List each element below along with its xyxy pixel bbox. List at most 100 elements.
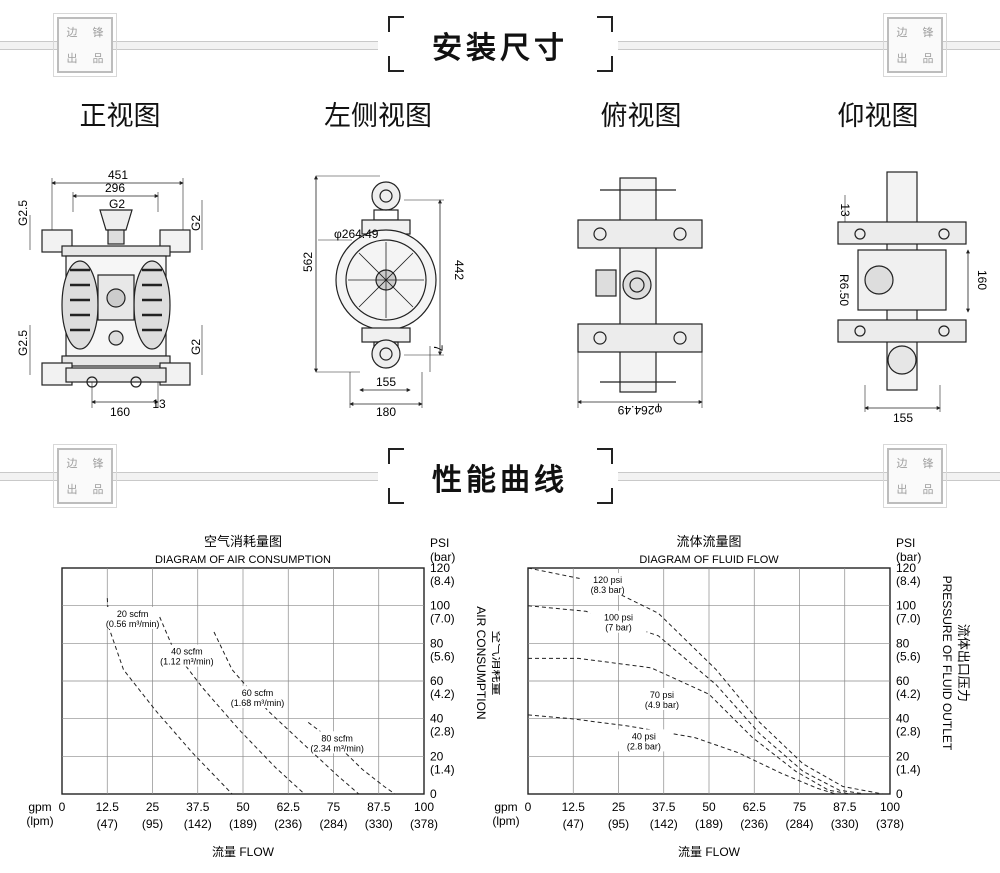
bracket-top-right	[597, 448, 613, 464]
installation-drawings: 451 296 G2 G2.5 G2 G2.5 G2 160 13 φ264.4…	[16, 168, 989, 425]
bracket-top-left	[388, 448, 404, 464]
left-dim-7: 7	[431, 345, 445, 352]
top-view-drawing	[577, 177, 703, 408]
c0-series-sublabel-3: (2.34 m³/min)	[310, 743, 364, 753]
c0-series-sublabel-2: (1.68 m³/min)	[231, 698, 285, 708]
bottom-dim-160: 160	[975, 270, 989, 290]
left-view-drawing	[314, 175, 444, 408]
bracket-top-right	[597, 16, 613, 32]
c0-y-tick-psi: 20	[430, 749, 444, 763]
c0-series-label-3: 80 scfm	[321, 733, 353, 743]
c0-y-tick-bar: (1.4)	[430, 762, 455, 776]
c1-x-tick-lpm: (284)	[785, 817, 813, 831]
c1-x-tick-lpm: (47)	[563, 817, 584, 831]
c1-series-sublabel-2: (4.9 bar)	[645, 700, 679, 710]
c1-y-unit-psi: PSI	[896, 536, 915, 550]
c1-series-label-bg-2	[633, 687, 690, 710]
c1-series-line-2	[528, 657, 851, 795]
c0-x-tick-gpm: 25	[146, 800, 160, 814]
c0-x-tick-lpm: (47)	[97, 817, 118, 831]
front-dim-451: 451	[108, 168, 128, 182]
c0-y-tick-bar: (4.2)	[430, 687, 455, 701]
c0-x-tick-lpm: (189)	[229, 817, 257, 831]
section-title-curve: 性能曲线	[432, 463, 568, 498]
section-title-backing	[378, 13, 618, 73]
c1-x-tick-lpm: (189)	[695, 817, 723, 831]
seal-logo-left: 边锋 出品	[53, 13, 117, 77]
c0-series-label-1: 40 scfm	[171, 647, 203, 657]
c0-chart-subtitle: DIAGRAM OF AIR CONSUMPTION	[155, 554, 331, 566]
c0-y-unit-bar: (bar)	[430, 550, 455, 564]
c0-y-tick-psi: 80	[430, 636, 444, 650]
c1-series-line-1	[527, 605, 865, 795]
seal-logo-right: 边锋 出品	[883, 13, 947, 77]
c1-y-tick-bar: (2.8)	[896, 725, 921, 739]
c1-chart-subtitle: DIAGRAM OF FLUID FLOW	[639, 554, 779, 566]
view-title-front: 正视图	[79, 101, 161, 132]
c1-x-tick-lpm: (142)	[650, 817, 678, 831]
c0-x-tick-gpm: 75	[327, 800, 341, 814]
c1-series-label-1: 100 psi	[604, 613, 633, 623]
c1-y-tick-bar: (1.4)	[896, 762, 921, 776]
view-title-bottom: 仰视图	[837, 101, 919, 132]
c0-series-label-2: 60 scfm	[242, 688, 274, 698]
front-view-drawing	[29, 178, 203, 408]
c1-y-tick-psi: 120	[896, 561, 916, 575]
c1-y-tick-psi: 20	[896, 749, 910, 763]
bracket-top-left	[388, 16, 404, 32]
c0-x-tick-gpm: 0	[59, 800, 66, 814]
c1-y-tick-bar: (8.4)	[896, 574, 921, 588]
bottom-dim-155: 155	[893, 411, 913, 425]
left-dim-diameter: φ264.49	[334, 227, 379, 241]
bracket-bottom-right	[597, 488, 613, 504]
c0-y-tick-bar: (7.0)	[430, 612, 455, 626]
c0-series-label-bg-2	[229, 686, 286, 709]
c0-series-sublabel-1: (1.12 m³/min)	[160, 657, 214, 667]
c0-x-tick-lpm: (378)	[410, 817, 438, 831]
c0-series-line-0	[106, 598, 233, 795]
c1-y-tick-psi: 0	[896, 787, 903, 801]
c0-y-tick-psi: 0	[430, 787, 437, 801]
c1-right-label-en: PRESSURE OF FLUID OUTLET	[940, 576, 954, 751]
left-dim-180: 180	[376, 405, 396, 419]
front-dim-g25-left-top: G2.5	[16, 200, 30, 226]
c0-series-label-bg-0	[104, 606, 161, 629]
c0-x-tick-gpm: 50	[236, 800, 250, 814]
c1-x-tick-lpm: (330)	[831, 817, 859, 831]
c0-series-label-bg-3	[309, 731, 366, 754]
c1-x-tick-gpm: 0	[525, 800, 532, 814]
c1-x-tick-gpm: 100	[880, 800, 900, 814]
c1-y-tick-psi: 40	[896, 712, 910, 726]
c0-x-tick-gpm: 87.5	[367, 800, 391, 814]
c1-x-tick-gpm: 12.5	[562, 800, 586, 814]
bottom-view-drawing	[837, 171, 970, 412]
c1-y-tick-psi: 100	[896, 599, 916, 613]
front-dim-g2-top: G2	[109, 197, 125, 211]
front-dim-g2-right-bot: G2	[189, 339, 203, 355]
c1-x-tick-gpm: 25	[612, 800, 626, 814]
c0-x-tick-gpm: 12.5	[96, 800, 120, 814]
bracket-bottom-right	[597, 56, 613, 72]
view-title-top: 俯视图	[600, 101, 682, 132]
c1-y-tick-bar: (7.0)	[896, 612, 921, 626]
top-dim-diameter: φ264.49	[617, 403, 662, 417]
c0-series-line-2	[213, 631, 360, 795]
c1-series-sublabel-1: (7 bar)	[605, 623, 632, 633]
c1-x-tick-lpm: (378)	[876, 817, 904, 831]
view-title-left: 左侧视图	[324, 101, 432, 132]
seal-logo-left: 边锋 出品	[53, 444, 117, 508]
c1-y-unit-bar: (bar)	[896, 550, 921, 564]
c1-y-tick-psi: 80	[896, 636, 910, 650]
c0-x-tick-lpm: (95)	[142, 817, 163, 831]
c1-series-label-bg-1	[590, 610, 647, 633]
c1-x-tick-lpm: (236)	[740, 817, 768, 831]
c1-x-tick-gpm: 75	[793, 800, 807, 814]
left-dim-562: 562	[301, 252, 315, 272]
c1-x-axis-label: 流量 FLOW	[678, 845, 741, 859]
c1-x-tick-gpm: 62.5	[743, 800, 767, 814]
c1-series-label-bg-0	[579, 573, 636, 596]
c0-y-tick-psi: 100	[430, 599, 450, 613]
c0-x-tick-lpm: (236)	[274, 817, 302, 831]
c0-y-tick-psi: 40	[430, 712, 444, 726]
